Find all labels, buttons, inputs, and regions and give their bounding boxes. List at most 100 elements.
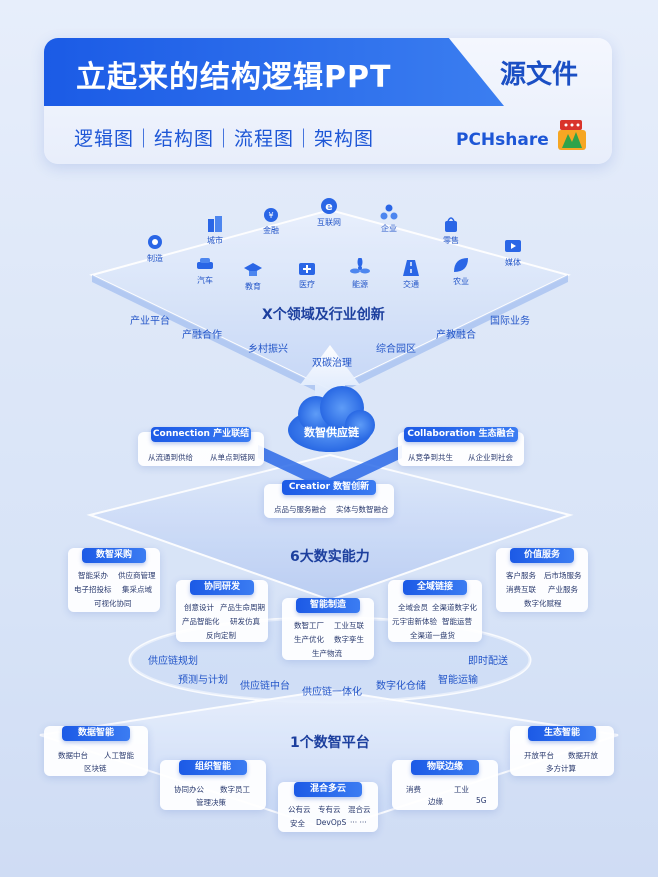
platform-item: 消费 — [406, 785, 421, 794]
capability-item: 生产优化 — [294, 635, 324, 644]
domain-label: 互联网 — [317, 218, 341, 227]
platform-item: ··· ··· — [350, 818, 367, 827]
platform-item: 多方计算 — [546, 764, 576, 773]
domain-label: 能源 — [352, 280, 368, 289]
capability-item: 研发仿真 — [230, 617, 260, 626]
fan-icon — [350, 258, 370, 274]
capability-item: 集采点域 — [122, 585, 152, 594]
topic-label: 产教融合 — [436, 330, 476, 341]
capability-item: 电子招投标 — [74, 585, 112, 594]
domain-group-item: 企业 — [374, 202, 404, 234]
capability-item: 反向定制 — [206, 631, 236, 640]
capability-tag: 全域链接 — [403, 580, 467, 595]
platform-item: 协同办公 — [174, 785, 204, 794]
platform-item: 开放平台 — [524, 751, 554, 760]
domain-browser-e-item: e 互联网 — [314, 196, 344, 228]
platform-item: 数字员工 — [220, 785, 250, 794]
browser-e-icon: e — [321, 198, 337, 214]
capability-tag: 数智采购 — [82, 548, 146, 563]
collaboration-item: 从竞争到共生 — [408, 453, 453, 462]
domain-car-item: 汽车 — [190, 254, 220, 286]
platform-item: 数据开放 — [568, 751, 598, 760]
capability-item: 后市场服务 — [544, 571, 582, 580]
domain-label: 企业 — [381, 224, 397, 233]
capability-item: 消费互联 — [506, 585, 536, 594]
connection-box: Connection 产业联结 从流通到供给 从单点到链网 — [138, 427, 264, 466]
domain-label: 农业 — [453, 277, 469, 286]
platform-item: 区块链 — [84, 764, 107, 773]
domain-label: 城市 — [207, 236, 223, 245]
graduation-cap-icon — [244, 263, 262, 276]
topic-label: 产业平台 — [130, 316, 170, 327]
car-icon — [197, 258, 213, 269]
creation-box: Creatior 数智创新 点品与服务融合 实体与数智融合 — [264, 480, 394, 518]
capability-item: 产业服务 — [548, 585, 578, 594]
platform-item: 安全 — [290, 819, 305, 828]
capability-item: 产品生命周期 — [220, 603, 265, 612]
ring-label: 智能运输 — [438, 675, 478, 686]
money-bag-icon: ¥ — [264, 208, 278, 222]
capability-item: 全渠道数字化 — [432, 603, 477, 612]
connection-tag: Connection 产业联结 — [151, 427, 251, 442]
platform-item: 公有云 — [288, 805, 311, 814]
brand-logo-icon — [558, 120, 586, 150]
page-subtitle: 逻辑图｜结构图｜流程图｜架构图 — [74, 128, 375, 150]
cloud-shape — [288, 386, 375, 452]
domain-graduation-cap-item: 教育 — [238, 260, 268, 292]
domains-title: X个领域及行业创新 — [262, 307, 385, 323]
capability-item: 元宇宙新体验 — [392, 617, 437, 626]
play-icon — [505, 240, 521, 252]
creation-tag: Creatior 数智创新 — [282, 480, 376, 495]
collaboration-tag: Collaboration 生态融合 — [404, 427, 518, 442]
domain-label: 零售 — [443, 236, 459, 245]
capability-item: 数智工厂 — [294, 621, 324, 630]
ring-label: 预测与计划 — [178, 675, 228, 686]
domain-gear-item: 制造 — [140, 232, 170, 264]
svg-text:e: e — [325, 200, 332, 213]
gear-icon — [148, 235, 162, 249]
platform-tag: 组织智能 — [179, 760, 247, 775]
topic-label: 乡村振兴 — [248, 344, 288, 355]
leaf-icon — [454, 258, 468, 272]
topic-label: 综合园区 — [376, 344, 416, 355]
ring-label: 数字化仓储 — [376, 681, 426, 692]
domain-building-item: 城市 — [200, 214, 230, 246]
capability-tag: 价值服务 — [510, 548, 574, 563]
platform-item: 工业 — [454, 785, 469, 794]
capability-item: 数字化赋程 — [524, 599, 562, 608]
title-bar — [44, 38, 504, 106]
platform-box: 物联边缘 消费 工业 边缘 5G — [392, 760, 498, 810]
svg-text:¥: ¥ — [268, 211, 273, 220]
capability-box: 数智采购 智能采办 供应商管理 电子招投标 集采点域 可视化协同 — [68, 548, 160, 612]
capability-box: 协同研发 创意设计 产品生命周期 产品智能化 研发仿真 反向定制 — [176, 580, 268, 642]
ring-label: 供应链规划 — [148, 656, 198, 667]
platform-tag: 数据智能 — [62, 726, 130, 741]
capability-item: 供应商管理 — [118, 571, 156, 580]
platform-tag: 物联边缘 — [411, 760, 479, 775]
capability-item: 全域会员 — [398, 603, 428, 612]
platform-item: 专有云 — [318, 805, 341, 814]
domain-shopping-bag-item: 零售 — [436, 214, 466, 246]
collaboration-item: 从企业到社会 — [468, 453, 513, 462]
capability-item: 智能运营 — [442, 617, 472, 626]
shopping-bag-icon — [445, 217, 457, 232]
creation-item: 实体与数智融合 — [336, 505, 389, 514]
page-title: 立起来的结构逻辑PPT — [76, 60, 392, 95]
platform-item: 混合云 — [348, 805, 371, 814]
domain-label: 金融 — [263, 226, 279, 235]
platform-item: 数据中台 — [58, 751, 88, 760]
topic-label: 双碳治理 — [312, 358, 352, 369]
platform-tag: 生态智能 — [528, 726, 596, 741]
capability-box: 价值服务 客户服务 后市场服务 消费互联 产业服务 数字化赋程 — [496, 548, 588, 612]
platform-item: 5G — [476, 796, 487, 805]
capability-tag: 协同研发 — [190, 580, 254, 595]
platform-box: 混合多云 公有云 专有云 混合云 安全 DevOpS ··· ··· — [278, 782, 378, 832]
collaboration-box: Collaboration 生态融合 从竞争到共生 从企业到社会 — [398, 427, 524, 466]
platform-tag: 混合多云 — [294, 782, 362, 797]
platform-box: 组织智能 协同办公 数字员工 管理决策 — [160, 760, 266, 810]
source-file-label: 源文件 — [500, 60, 579, 90]
platform-item: 管理决策 — [196, 798, 226, 807]
brand-name: PCHshare — [456, 130, 549, 150]
ring-label: 供应链一体化 — [302, 687, 362, 698]
platform-item: 边缘 — [428, 797, 443, 806]
